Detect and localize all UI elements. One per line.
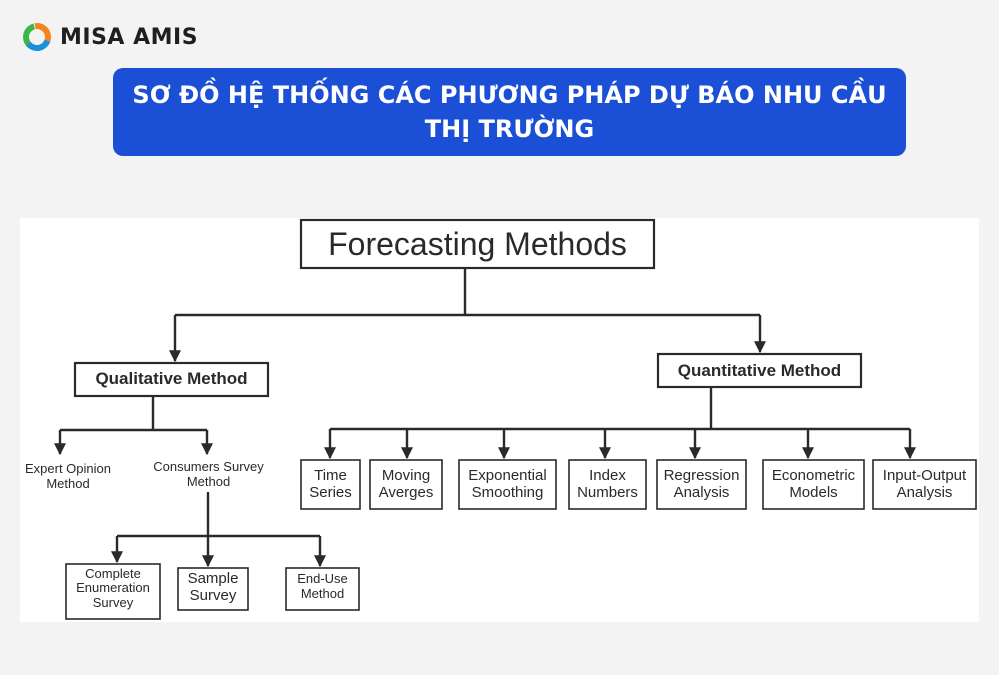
banner-title: SƠ ĐỒ HỆ THỐNG CÁC PHƯƠNG PHÁP DỰ BÁO NH… [132,81,887,143]
brand-name: MISA AMIS [60,24,199,50]
sample-survey-label: Sample Survey [187,570,239,605]
root-label: Forecasting Methods [328,226,627,262]
index-numbers-label: Index Numbers [577,467,638,502]
end-use-method-box [285,567,360,611]
complete-enumeration-box [65,563,161,620]
sample-survey-box [177,567,249,611]
econometric-models-label: Econometric Models [771,467,856,502]
brand-logo: MISA AMIS [22,22,198,52]
moving-averages-box [369,459,443,510]
title-banner: SƠ ĐỒ HỆ THỐNG CÁC PHƯƠNG PHÁP DỰ BÁO NH… [113,68,906,156]
complete-enumeration-label: Complete Enumeration Survey [76,566,150,610]
exponential-smoothing-label: Exponential Smoothing [468,467,547,502]
diagram-canvas [54,218,977,620]
quantitative-box [656,352,863,389]
time-series-label: Time Series [309,467,352,502]
index-numbers-box [568,459,647,510]
input-output-analysis-box [872,459,977,510]
misa-ring-icon [23,23,51,51]
diagram-panel: Forecasting Methods Qualitative Method Q… [20,218,979,622]
quantitative-label: Quantitative Method [677,361,842,380]
expert-opinion-label: Expert Opinion Method [25,461,111,491]
end-use-method-label: End-Use Method [297,571,348,601]
moving-averages-label: Moving Averges [378,467,434,502]
input-output-analysis-label: Input-Output Analysis [882,467,967,502]
consumers-survey-label: Consumers Survey Method [153,459,264,489]
econometric-models-box [762,459,865,510]
root-box [299,218,656,270]
qualitative-label: Qualitative Method [95,369,248,388]
time-series-box [300,459,361,510]
qualitative-box [73,361,270,398]
exponential-smoothing-box [458,459,557,510]
regression-analysis-label: Regression Analysis [663,467,740,502]
regression-analysis-box [656,459,747,510]
